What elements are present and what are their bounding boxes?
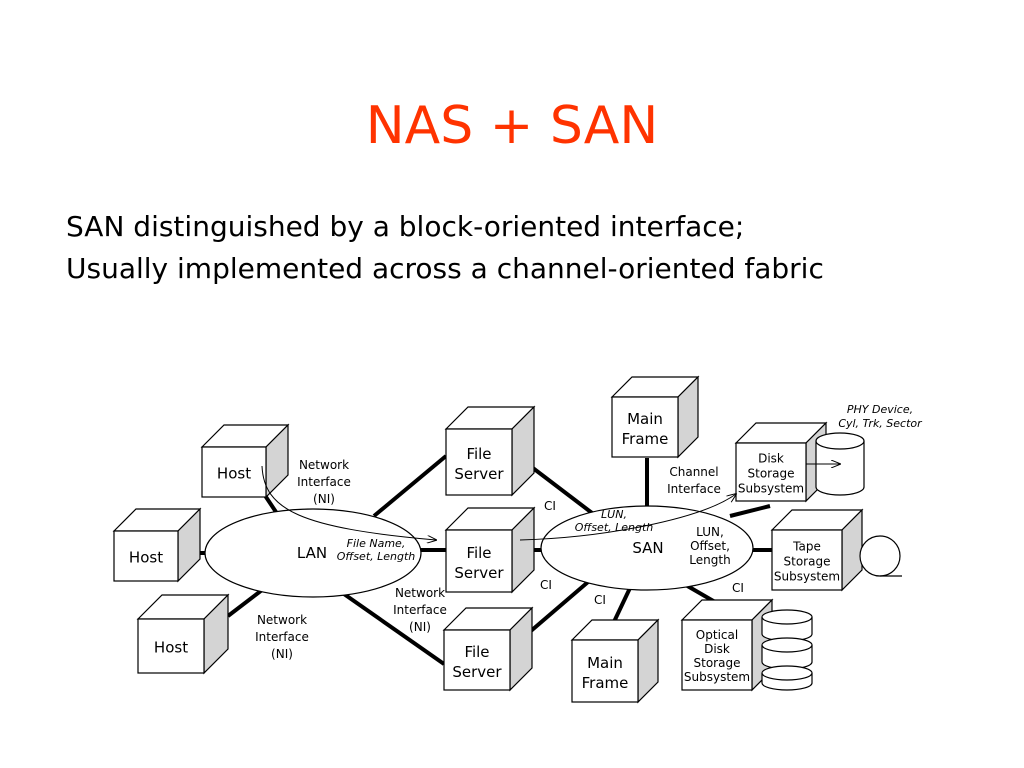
tape-reel-icon xyxy=(859,535,902,577)
lan-cloud: LAN xyxy=(204,508,422,598)
file-request-arrow xyxy=(261,465,436,540)
ci-label-4-line-0: CI xyxy=(732,581,744,595)
channel-interface-label-line-1: Interface xyxy=(667,482,721,496)
link-host3-lan xyxy=(226,588,264,618)
file-server-box-3-label-0: File xyxy=(464,643,489,661)
link-lan-fs3 xyxy=(342,592,446,666)
lun-label-top-line-0: LUN, xyxy=(601,508,627,521)
block-request-arrow xyxy=(519,494,736,541)
tape-storage-box-label-0: Tape xyxy=(792,539,821,553)
ci-label-1-line-0: CI xyxy=(544,499,556,513)
network-interface-label-top-line-0: Network xyxy=(299,458,349,472)
link-fs3-san xyxy=(523,580,590,638)
network-interface-label-bottom-line-2: (NI) xyxy=(409,620,431,634)
optical-disk-stack-icon xyxy=(761,609,813,691)
lun-label-right: LUN,Offset,Length xyxy=(689,525,730,567)
ci-label-4: CI xyxy=(732,581,744,595)
optical-storage-box-label-1: Disk xyxy=(704,642,730,656)
link-fs1-san xyxy=(523,460,598,518)
ci-label-3: CI xyxy=(594,593,606,607)
network-interface-label-top-line-2: (NI) xyxy=(313,492,335,506)
lan-label: LAN xyxy=(297,544,327,562)
host-box-2-label-0: Host xyxy=(129,548,163,566)
optical-storage-box-label-0: Optical xyxy=(696,628,738,642)
main-frame-box-2-label-1: Frame xyxy=(582,674,629,692)
phy-device-label: PHY Device,Cyl, Trk, Sector xyxy=(838,403,923,430)
file-server-box-2-label-1: Server xyxy=(454,564,504,582)
optical-storage-box-label-3: Subsystem xyxy=(684,670,750,684)
ci-label-2: CI xyxy=(540,578,552,592)
subtitle-line-2: Usually implemented across a channel-ori… xyxy=(66,252,824,285)
host-box-2: Host xyxy=(112,507,202,583)
network-interface-label-top-line-1: Interface xyxy=(297,475,351,489)
network-interface-label-bottom-line-0: Network xyxy=(395,586,445,600)
disk-storage-box-label-0: Disk xyxy=(758,451,784,465)
ci-label-2-line-0: CI xyxy=(540,578,552,592)
phy-device-label-line-0: PHY Device, xyxy=(847,403,913,416)
ci-label-1: CI xyxy=(544,499,556,513)
link-san-disk xyxy=(729,504,771,518)
tape-storage-box-label-2: Subsystem xyxy=(774,569,840,583)
file-server-box-3-label-1: Server xyxy=(452,663,502,681)
host-box-1: Host xyxy=(200,423,290,499)
main-frame-box-1-label-0: Main xyxy=(627,410,663,428)
main-frame-box-1-label-1: Frame xyxy=(622,430,669,448)
san-cloud: SAN xyxy=(540,505,754,591)
file-name-label-line-0: File Name, xyxy=(347,537,406,550)
channel-interface-label-line-0: Channel xyxy=(669,465,718,479)
network-interface-label-left-line-1: Interface xyxy=(255,630,309,644)
file-server-box-1-label-1: Server xyxy=(454,465,504,483)
phy-device-label-line-1: Cyl, Trk, Sector xyxy=(838,417,923,430)
file-server-box-1-label-0: File xyxy=(466,445,491,463)
file-name-label: File Name,Offset, Length xyxy=(337,537,416,563)
lun-label-right-line-2: Length xyxy=(689,553,730,567)
tape-storage-box-label-1: Storage xyxy=(784,554,831,568)
device-boxes: HostHostHostFileServerFileServerFileServ… xyxy=(112,375,864,704)
network-interface-label-left-line-0: Network xyxy=(257,613,307,627)
file-server-box-2-label-0: File xyxy=(466,544,491,562)
diagram-labels: NetworkInterface(NI)NetworkInterface(NI)… xyxy=(255,403,923,661)
disk-storage-box-label-1: Storage xyxy=(748,466,795,480)
lun-label-top: LUN,Offset, Length xyxy=(575,508,654,534)
lun-label-top-line-1: Offset, Length xyxy=(575,521,654,534)
slide-title: NAS + SAN xyxy=(365,96,659,156)
subtitle-line-1: SAN distinguished by a block-oriented in… xyxy=(66,210,745,243)
link-lan-fs1 xyxy=(372,454,448,518)
network-interface-label-bottom-line-1: Interface xyxy=(393,603,447,617)
flow-arrows xyxy=(261,464,840,541)
lun-label-right-line-0: LUN, xyxy=(696,525,724,539)
host-box-3: Host xyxy=(136,593,230,675)
ci-label-3-line-0: CI xyxy=(594,593,606,607)
main-frame-box-2-label-0: Main xyxy=(587,654,623,672)
optical-storage-box-label-2: Storage xyxy=(694,656,741,670)
disk-storage-box-label-2: Subsystem xyxy=(738,481,804,495)
network-interface-label-left-line-2: (NI) xyxy=(271,647,293,661)
host-box-3-label-0: Host xyxy=(154,638,188,656)
san-label: SAN xyxy=(632,539,663,557)
lun-label-right-line-1: Offset, xyxy=(690,539,730,553)
host-box-1-label-0: Host xyxy=(217,464,251,482)
file-name-label-line-1: Offset, Length xyxy=(337,550,416,563)
